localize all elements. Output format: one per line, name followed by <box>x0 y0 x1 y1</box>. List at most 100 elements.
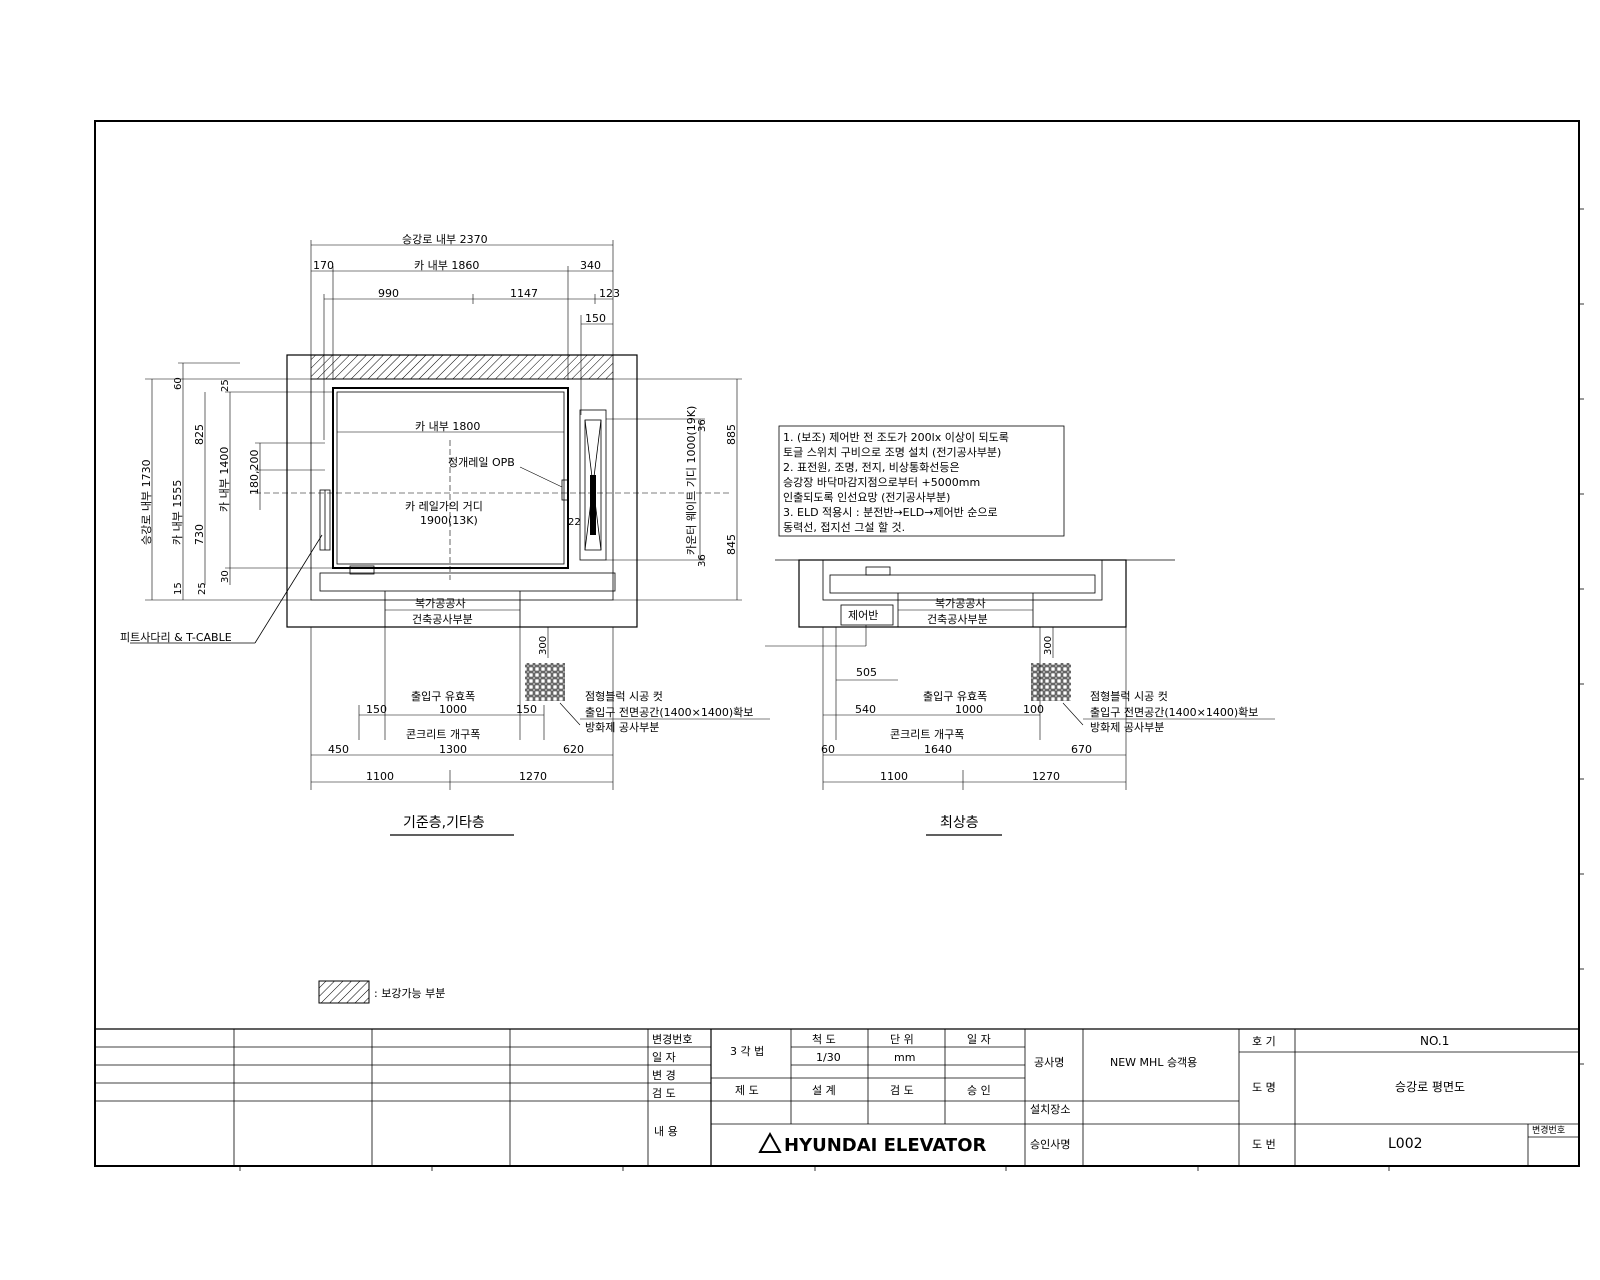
dim-300-right: 300 <box>1043 636 1054 655</box>
approval-name-label: 승인사명 <box>1030 1138 1070 1151</box>
approve-label: 승 인 <box>967 1084 991 1097</box>
drawing-name-label: 도 명 <box>1252 1081 1276 1094</box>
projection-label: 3 각 법 <box>730 1045 764 1058</box>
rev-label-4: 검 도 <box>652 1087 676 1100</box>
dim-150b: 150 <box>516 703 537 716</box>
dim-car-width: 카 내부 1860 <box>414 259 479 272</box>
rev-label-1: 변경번호 <box>652 1033 692 1046</box>
rev-label-2: 일 자 <box>652 1050 676 1064</box>
door-opening-right-value: 1000 <box>955 703 983 716</box>
dim-hoistway-depth: 승강로 내부 1730 <box>140 459 153 545</box>
dim-1100: 1100 <box>366 770 394 783</box>
notes-box <box>778 425 1065 537</box>
dim-670: 670 <box>1071 743 1092 756</box>
dim-hoistway-width: 승강로 내부 2370 <box>402 233 488 246</box>
note-line-3: 2. 표전원, 조명, 전지, 비상통화선등은 <box>783 461 960 474</box>
title-block: 변경번호 일 자 변 경 검 도 내 용 3 각 법 척 도 1/30 단 위 … <box>95 1028 1579 1166</box>
dim-885: 885 <box>725 424 738 445</box>
project-label: 공사명 <box>1034 1056 1064 1069</box>
dim-25a: 25 <box>220 379 231 392</box>
car-rail-value: 1900(13K) <box>420 514 478 527</box>
dim-825: 825 <box>193 424 206 445</box>
dim-1270-right: 1270 <box>1032 770 1060 783</box>
braille-label2: 출입구 전면공간(1400×1400)확보 <box>585 706 753 719</box>
right-plan-caption: 최상층 <box>940 815 979 831</box>
concrete-opening-value: 1300 <box>439 743 467 756</box>
dim-620: 620 <box>563 743 584 756</box>
company-logo: HYUNDAI ELEVATOR <box>784 1135 986 1156</box>
unit-label: 단 위 <box>890 1033 914 1046</box>
design-label: 설 계 <box>812 1084 836 1097</box>
right-plan: 제어반 복가공공사 건축공사부분 505 540 출입구 유효폭 1000 10… <box>765 559 1275 836</box>
date-label: 일 자 <box>967 1032 991 1046</box>
dim-505: 505 <box>856 666 877 679</box>
scale-label: 척 도 <box>812 1033 836 1046</box>
opb-label: 정개레일 OPB <box>448 455 515 469</box>
dim-540: 540 <box>855 703 876 716</box>
note-line-1: 1. (보조) 제어반 전 조도가 200lx 이상이 되도록 <box>783 431 1009 444</box>
door-opening-right: 출입구 유효폭 <box>923 690 987 703</box>
dim-1270: 1270 <box>519 770 547 783</box>
cwt-rail-label: 카운터 웨이트 기디 1000(19K) <box>685 406 698 555</box>
dim-180-200: 180,200 <box>248 450 261 496</box>
dim-340: 340 <box>580 259 601 272</box>
dim-36b: 36 <box>697 554 708 567</box>
note-line-7: 동력선, 접지선 그설 할 것. <box>783 521 905 534</box>
rev-label-3: 변 경 <box>652 1069 676 1082</box>
dim-123: 123 <box>599 287 620 300</box>
dim-150-top: 150 <box>585 312 606 325</box>
door-opening-label: 출입구 유효폭 <box>411 690 475 703</box>
dim-845: 845 <box>725 534 738 555</box>
dim-car-inner-depth: 카 내부 1400 <box>218 447 231 512</box>
note-line-6: 3. ELD 적용시 : 분전반→ELD→제어반 순으로 <box>783 506 998 519</box>
project-value: NEW MHL 승객용 <box>1110 1056 1197 1069</box>
braille-right: 점형블럭 시공 컷 <box>1090 690 1168 703</box>
revision-mark-label: 변경번호 <box>1532 1124 1565 1136</box>
left-plan: 승강로 내부 2370 170 카 내부 1860 340 990 1147 1… <box>120 233 770 836</box>
dim-30: 30 <box>220 570 231 583</box>
hyundai-logo-icon <box>758 1131 782 1153</box>
drawing-no-label: 도 번 <box>1252 1138 1276 1151</box>
legend-hatch-swatch <box>318 980 370 1004</box>
car-inner-width: 카 내부 1800 <box>415 420 480 433</box>
sill-work-right: 복가공공사 <box>935 597 986 610</box>
door-opening-value: 1000 <box>439 703 467 716</box>
concrete-opening-right: 콘크리트 개구폭 <box>890 728 964 741</box>
dim-car-depth: 카 내부 1555 <box>171 480 184 545</box>
concrete-opening-right-value: 1640 <box>924 743 952 756</box>
drawing-frame <box>94 120 1580 1167</box>
braille-right3: 방화제 공사부분 <box>1090 721 1164 734</box>
concrete-opening-label: 콘크리트 개구폭 <box>406 728 480 741</box>
unit-value: mm <box>894 1051 915 1064</box>
dim-170: 170 <box>313 259 334 272</box>
dim-60-right: 60 <box>821 743 835 756</box>
dim-100: 100 <box>1023 703 1044 716</box>
scale-value: 1/30 <box>816 1051 841 1064</box>
dim-15: 15 <box>173 582 184 595</box>
check-label: 검 도 <box>890 1084 914 1097</box>
dim-25b: 25 <box>197 582 208 595</box>
sill-work-label: 복가공공사 <box>415 597 466 610</box>
pit-ladder-label: 피트사다리 & T-CABLE <box>120 631 232 644</box>
control-panel-label: 제어반 <box>848 609 878 622</box>
unit-no-value: NO.1 <box>1420 1034 1449 1048</box>
dim-300-left: 300 <box>538 636 549 655</box>
car-rail-label: 카 레일가의 거디 <box>405 499 483 513</box>
note-line-4: 승강장 바닥마감지점으로부터 +5000mm <box>783 476 980 489</box>
site-label: 설치장소 <box>1030 1103 1070 1116</box>
content-label: 내 용 <box>654 1125 678 1138</box>
legend-text: : 보강가능 부분 <box>374 987 445 1000</box>
braille-label3: 방화제 공사부분 <box>585 721 659 734</box>
frame-ticks <box>239 208 1584 1171</box>
dim-60: 60 <box>173 377 184 390</box>
drawing-no-value: L002 <box>1388 1136 1423 1152</box>
dim-730: 730 <box>193 524 206 545</box>
dim-1147: 1147 <box>510 287 538 300</box>
braille-right2: 출입구 전면공간(1400×1400)확보 <box>1090 706 1258 719</box>
dim-450: 450 <box>328 743 349 756</box>
drawing-name-value: 승강로 평면도 <box>1395 1080 1465 1094</box>
sill-work-label2: 건축공사부분 <box>412 613 473 626</box>
dim-150a: 150 <box>366 703 387 716</box>
dim-990: 990 <box>378 287 399 300</box>
